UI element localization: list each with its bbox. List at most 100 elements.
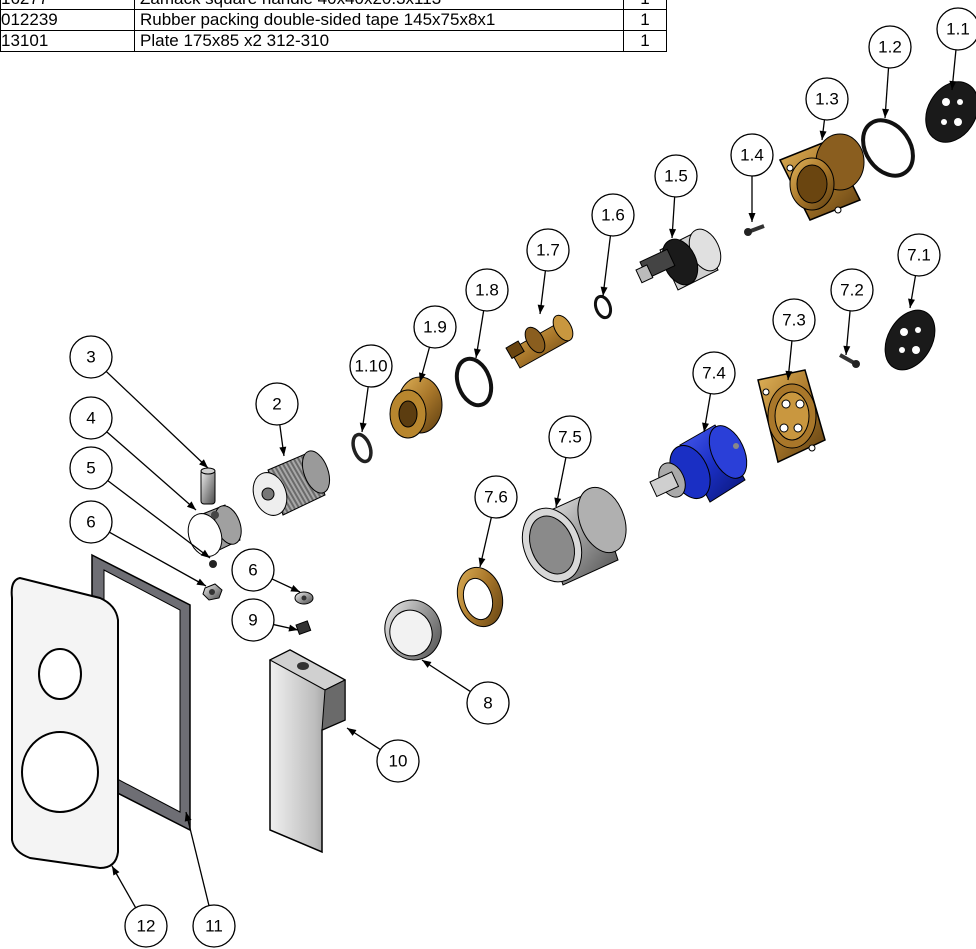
callout-6: 6 bbox=[231, 548, 301, 593]
callout-label: 1.4 bbox=[740, 146, 764, 165]
part-quantity: 1 bbox=[623, 9, 667, 31]
blue-cartridge-7-4 bbox=[649, 424, 748, 503]
chrome-ring-8 bbox=[384, 599, 442, 661]
callout-label: 1.8 bbox=[475, 281, 499, 300]
callout-label: 12 bbox=[137, 917, 156, 936]
grub-screw-5 bbox=[209, 560, 217, 568]
leader-arrowhead bbox=[184, 812, 192, 822]
leader-arrowhead bbox=[908, 298, 915, 308]
callout-bubble bbox=[124, 904, 168, 948]
leader-arrowhead bbox=[843, 345, 851, 355]
callout-1-2: 1.2 bbox=[868, 25, 912, 119]
callout-label: 1.9 bbox=[423, 318, 447, 337]
brass-spindle-1-7 bbox=[505, 314, 574, 369]
callout-bubble bbox=[231, 598, 275, 642]
callout-label: 1.3 bbox=[815, 90, 839, 109]
callout-1-9: 1.9 bbox=[413, 305, 457, 383]
brass-plate-7-3 bbox=[757, 369, 826, 464]
callout-label: 11 bbox=[205, 917, 223, 936]
clip-6 bbox=[294, 591, 314, 605]
callout-10: 10 bbox=[346, 727, 420, 783]
callout-bubble bbox=[772, 298, 816, 342]
callout-4: 4 bbox=[69, 396, 197, 511]
leader-arrowhead bbox=[473, 348, 481, 358]
callout-bubble bbox=[526, 228, 570, 272]
callout-label: 7.6 bbox=[484, 488, 508, 507]
leader-arrowhead bbox=[112, 866, 120, 876]
leader-line bbox=[105, 370, 209, 469]
leader-arrowhead bbox=[199, 459, 208, 468]
knurled-knob-2 bbox=[252, 450, 331, 516]
part-code: 012239 bbox=[0, 9, 135, 31]
leader-arrowhead bbox=[279, 446, 287, 456]
callout-label: 6 bbox=[86, 513, 95, 532]
o-ring-1-2 bbox=[861, 118, 915, 178]
brass-flange-1-3 bbox=[778, 133, 865, 221]
callout-6: 6 bbox=[69, 500, 207, 587]
callout-bubble bbox=[868, 25, 912, 69]
parts-list-table: 16277 Zamack square handle 40x40x20.3x11… bbox=[0, 0, 667, 52]
callout-bubble bbox=[548, 415, 592, 459]
leader-arrowhead bbox=[422, 660, 432, 668]
callout-bubble bbox=[474, 475, 518, 519]
callout-7-5: 7.5 bbox=[548, 415, 592, 508]
callout-1-1: 1.1 bbox=[936, 7, 976, 91]
callout-label: 1.1 bbox=[946, 20, 970, 39]
leader-arrowhead bbox=[748, 213, 756, 222]
leader-line bbox=[185, 811, 210, 906]
callout-label: 8 bbox=[483, 694, 492, 713]
leader-arrowhead bbox=[600, 286, 608, 296]
o-ring-1-8 bbox=[454, 356, 494, 408]
cartridge-1-5 bbox=[635, 228, 722, 291]
small-o-ring-1-6 bbox=[593, 294, 613, 320]
callout-bubble bbox=[936, 7, 976, 51]
callout-bubble bbox=[830, 268, 874, 312]
callout-label: 5 bbox=[86, 459, 95, 478]
callout-label: 7.1 bbox=[907, 246, 931, 265]
callout-label: 1.7 bbox=[536, 241, 560, 260]
callout-7-6: 7.6 bbox=[474, 475, 518, 568]
callout-3: 3 bbox=[69, 335, 209, 469]
part-description: Rubber packing double-sided tape 145x75x… bbox=[134, 9, 624, 31]
callout-5: 5 bbox=[69, 446, 211, 559]
callout-bubble bbox=[413, 305, 457, 349]
callout-bubble bbox=[376, 739, 420, 783]
callout-11: 11 bbox=[184, 811, 236, 948]
screw-7-2 bbox=[839, 353, 860, 368]
callout-label: 4 bbox=[86, 409, 95, 428]
cylinder-4 bbox=[187, 504, 242, 557]
nut-6 bbox=[202, 583, 223, 601]
callout-label: 1.6 bbox=[601, 206, 625, 225]
leader-arrowhead bbox=[186, 501, 196, 510]
leader-arrowhead bbox=[196, 578, 206, 586]
callout-label: 1.5 bbox=[664, 167, 688, 186]
callout-bubble bbox=[591, 193, 635, 237]
callout-bubble bbox=[805, 77, 849, 121]
screw-1-4 bbox=[744, 224, 765, 236]
callout-bubble bbox=[730, 133, 774, 177]
table-row: 012239 Rubber packing double-sided tape … bbox=[0, 9, 667, 31]
rubber-disc-7-1 bbox=[884, 309, 936, 371]
leader-arrowhead bbox=[537, 304, 545, 314]
leader-arrowhead bbox=[418, 372, 426, 382]
callout-1-4: 1.4 bbox=[730, 133, 774, 222]
leader-arrowhead bbox=[554, 497, 562, 507]
callout-bubble bbox=[897, 233, 941, 277]
leader-arrowhead bbox=[478, 557, 486, 567]
circlip-1-10 bbox=[351, 432, 373, 464]
leader-arrowhead bbox=[288, 624, 298, 632]
callout-label: 7.5 bbox=[558, 428, 582, 447]
pin-3 bbox=[200, 467, 216, 505]
leader-arrowhead bbox=[347, 728, 357, 736]
leader-arrowhead bbox=[290, 585, 300, 592]
leader-arrowhead bbox=[702, 422, 709, 432]
callout-12: 12 bbox=[111, 865, 168, 948]
callout-label: 9 bbox=[248, 611, 257, 630]
callout-layer: 1.11.21.31.41.51.61.71.81.91.102345667.1… bbox=[69, 7, 976, 948]
callout-label: 7.2 bbox=[840, 281, 864, 300]
callout-1-8: 1.8 bbox=[465, 268, 509, 359]
table-row: 13101 Plate 175x85 x2 312-310 1 bbox=[0, 30, 667, 52]
callout-9: 9 bbox=[231, 598, 299, 642]
callout-1-3: 1.3 bbox=[805, 77, 849, 141]
leader-line bbox=[109, 531, 207, 587]
